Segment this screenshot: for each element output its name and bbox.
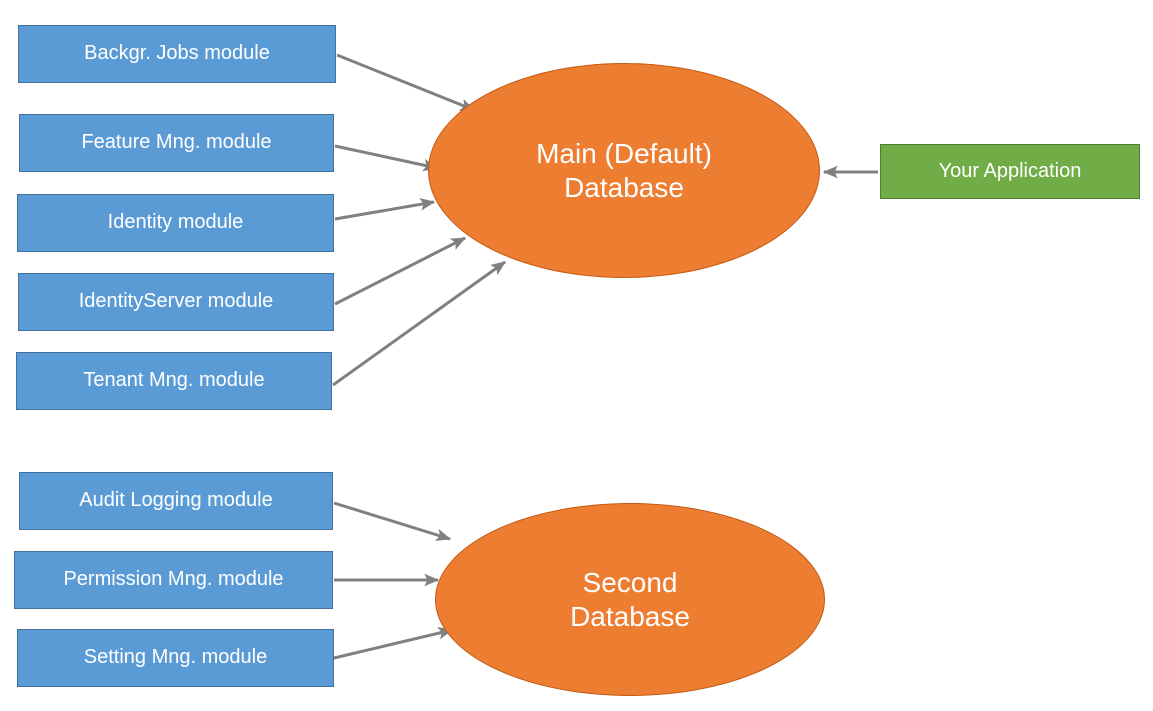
connector-arrow-identity-module-to-main-default-database	[334, 198, 436, 221]
database-node-main-default-database[interactable]: Main (Default) Database	[428, 63, 820, 278]
connector-arrow-tenant-mng-module-to-main-default-database	[332, 260, 506, 387]
node-label: IdentityServer module	[78, 290, 274, 313]
node-label: Your Application	[938, 159, 1082, 182]
module-box-permission-mng-module[interactable]: Permission Mng. module	[14, 551, 333, 609]
node-label: Main (Default) Database	[536, 138, 712, 203]
module-box-identity-module[interactable]: Identity module	[17, 194, 334, 252]
module-box-feature-mng-module[interactable]: Feature Mng. module	[19, 114, 334, 172]
node-label: Permission Mng. module	[63, 568, 284, 591]
node-label: Audit Logging module	[79, 489, 273, 512]
module-box-backgr-jobs-module[interactable]: Backgr. Jobs module	[18, 25, 336, 83]
node-label: Feature Mng. module	[81, 131, 272, 154]
node-label: Second Database	[570, 567, 690, 632]
connector-arrow-audit-logging-module-to-second-database	[333, 501, 452, 541]
module-box-setting-mng-module[interactable]: Setting Mng. module	[17, 629, 334, 687]
node-label: Setting Mng. module	[83, 646, 268, 669]
connector-arrow-feature-mng-module-to-main-default-database	[334, 144, 439, 172]
connector-arrow-identityserver-module-to-main-default-database	[334, 236, 467, 306]
connector-arrow-setting-mng-module-to-second-database	[333, 627, 454, 660]
application-node-your-application[interactable]: Your Application	[880, 144, 1140, 199]
database-node-second-database[interactable]: Second Database	[435, 503, 825, 696]
node-label: Tenant Mng. module	[83, 369, 265, 392]
connector-arrow-backgr-jobs-module-to-main-default-database	[336, 53, 476, 112]
module-box-audit-logging-module[interactable]: Audit Logging module	[19, 472, 333, 530]
node-label: Identity module	[107, 211, 244, 234]
node-label: Backgr. Jobs module	[84, 42, 270, 65]
module-box-tenant-mng-module[interactable]: Tenant Mng. module	[16, 352, 332, 410]
module-box-identityserver-module[interactable]: IdentityServer module	[18, 273, 334, 331]
